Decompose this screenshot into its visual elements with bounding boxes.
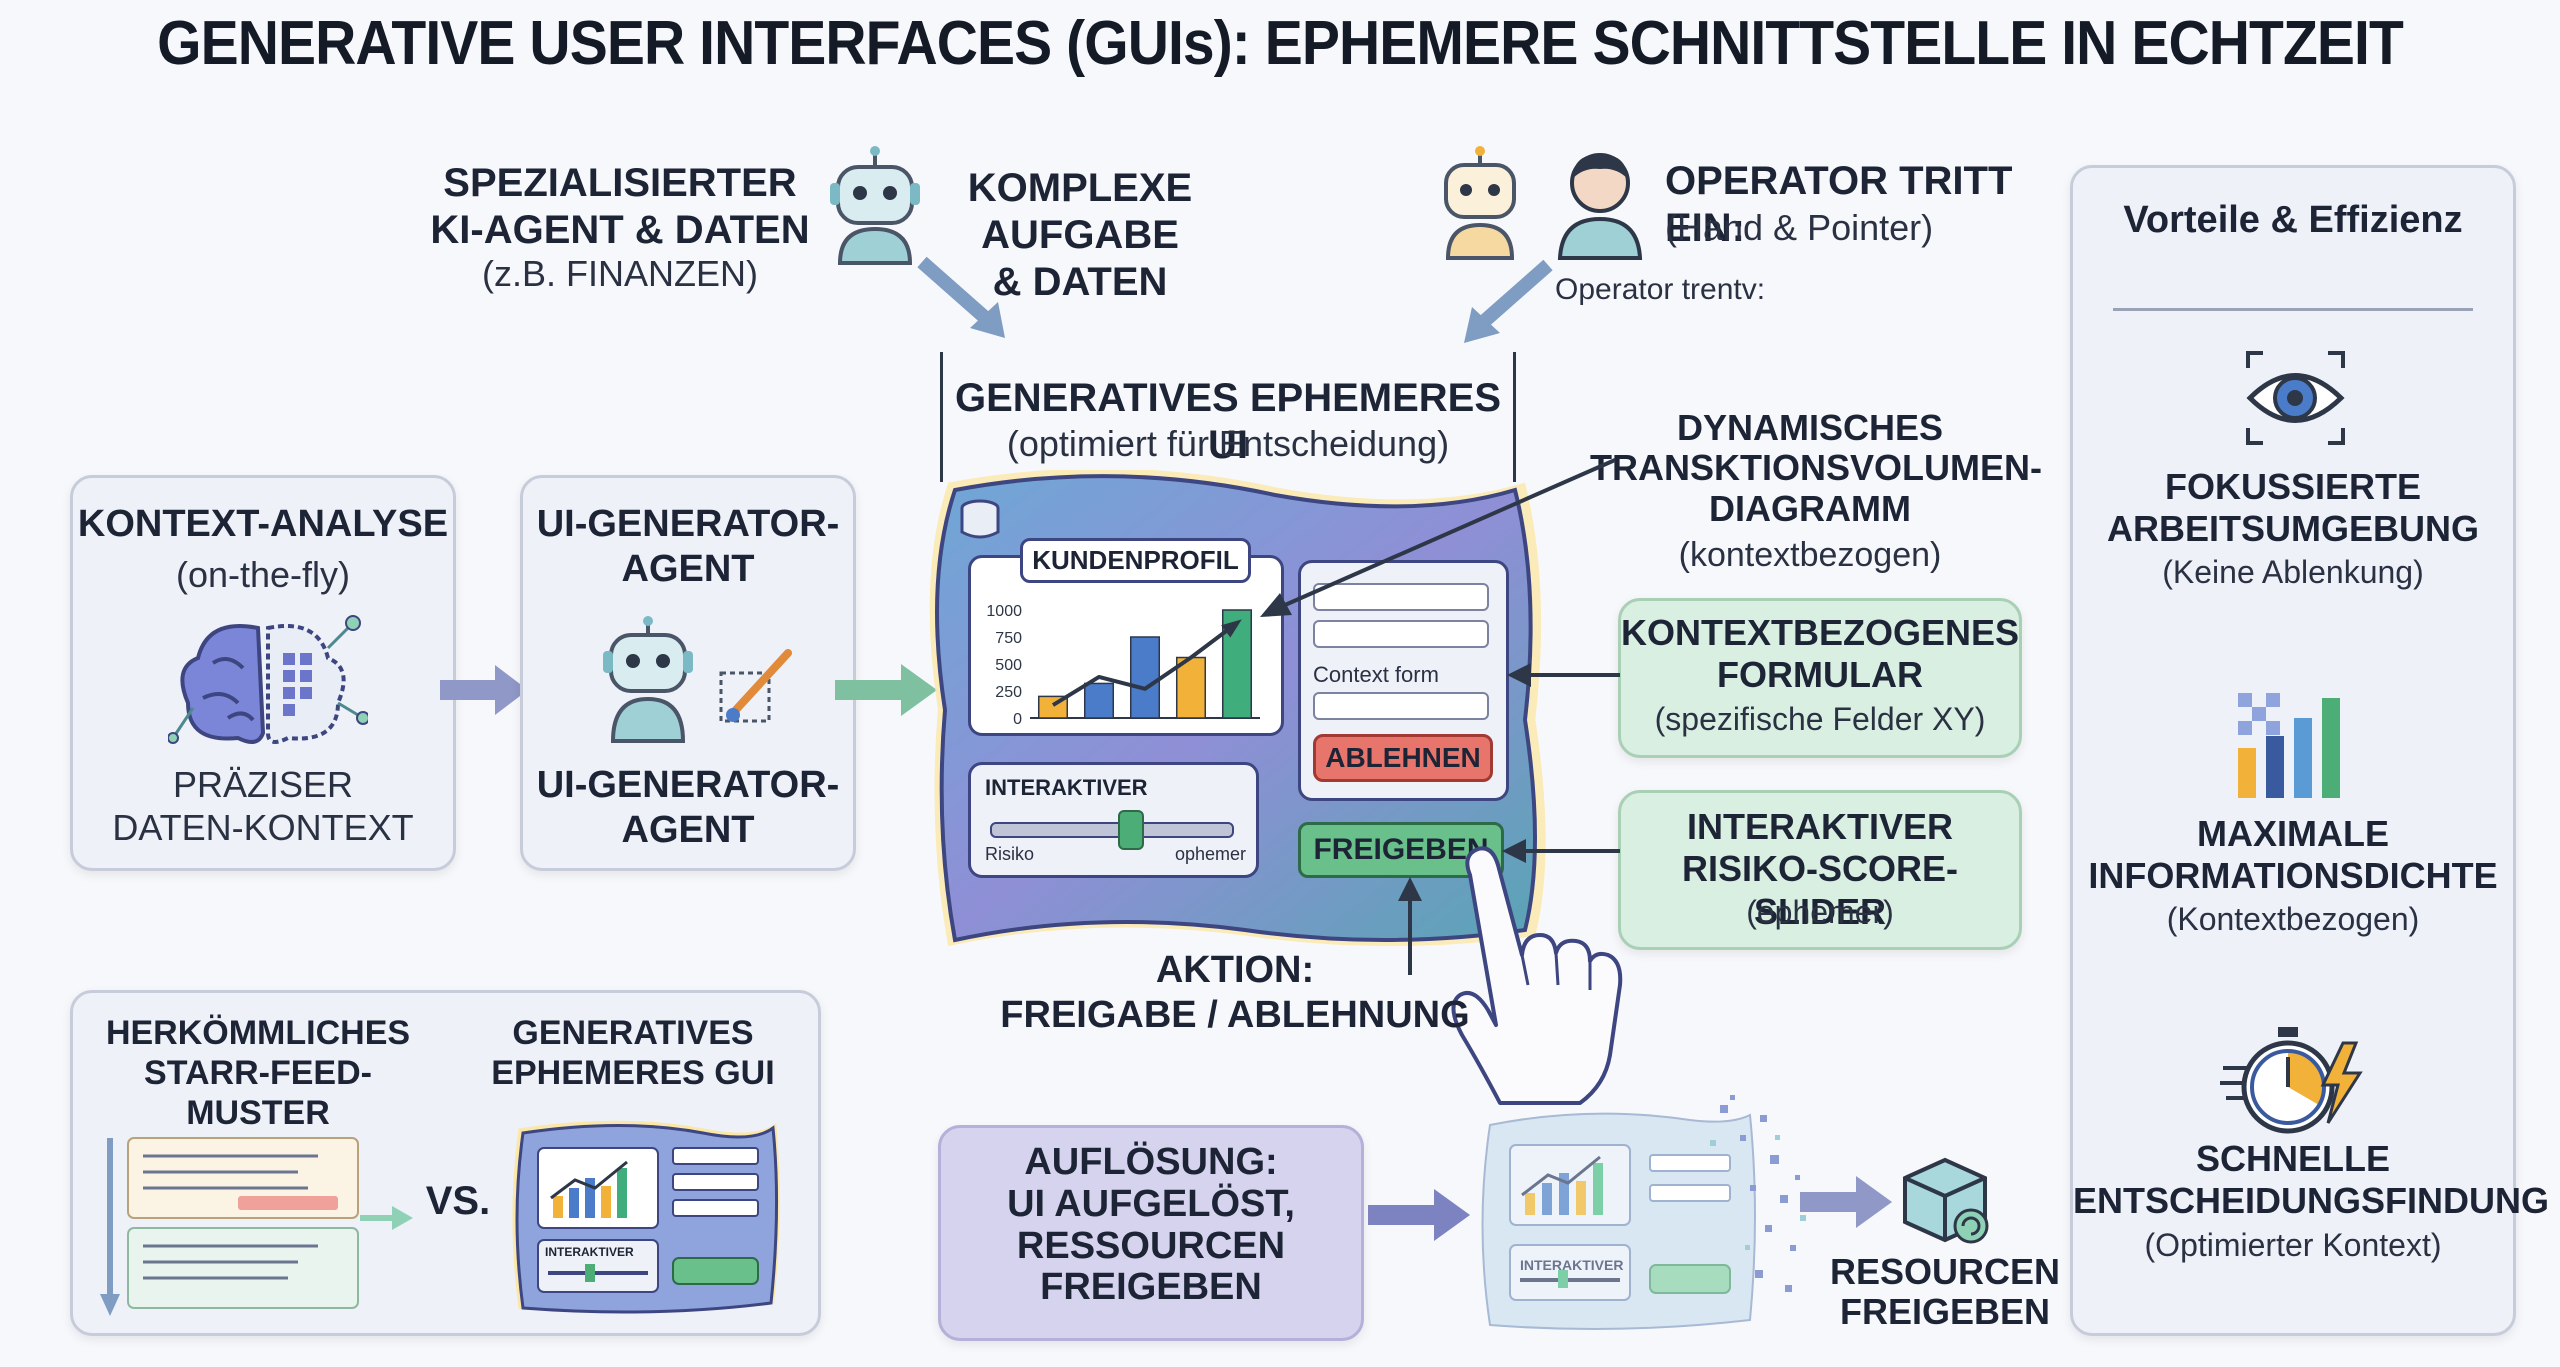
context-analysis-box: KONTEXT-ANALYSE (on-the-fly) PRÄZISER DA…	[70, 475, 456, 871]
stopwatch-icon	[2220, 1027, 2363, 1134]
generator-robot-icon	[603, 616, 792, 743]
comparison-box: HERKÖMMLICHES STARR-FEED-MUSTER GENERATI…	[70, 990, 821, 1336]
chart-bar	[1175, 656, 1207, 719]
context-title: KONTEXT-ANALYSE	[77, 503, 449, 545]
ui-header-frame	[940, 352, 1516, 482]
chart-bar	[1129, 636, 1161, 719]
arrow-action-up	[1398, 877, 1422, 975]
chart-bar	[1083, 682, 1115, 719]
dissolve-slider-label: INTERAKTIVER	[1520, 1257, 1624, 1273]
new-pattern-title: GENERATIVES EPHEMERES GUI	[491, 1014, 775, 1093]
reject-button[interactable]: ABLEHNEN	[1313, 734, 1493, 782]
benefit-1-sub: (Keine Ablenkung)	[2162, 554, 2424, 590]
form-label-sub: (spezifische Felder XY)	[1654, 701, 1986, 737]
form-field-2[interactable]	[1313, 620, 1489, 648]
eye-icon	[2246, 351, 2345, 445]
benefits-panel: Vorteile & Effizienz FOKUSSIERTE ARBEITS…	[2070, 165, 2550, 1336]
operator-title: OPERATOR TRITT EIN:	[1665, 159, 2013, 251]
page-title: GENERATIVE USER INTERFACES (GUIs): EPHEM…	[157, 9, 2404, 78]
robot-icon	[830, 146, 920, 265]
slider-track[interactable]	[990, 822, 1234, 838]
context-subtitle: (on-the-fly)	[175, 553, 351, 595]
slider-panel	[968, 762, 1259, 878]
arrow-label-to-slider	[1502, 839, 1620, 863]
trend-arrowhead	[1221, 619, 1242, 638]
y-tick-label: 0	[1013, 711, 1022, 728]
y-tick-label: 750	[995, 630, 1022, 647]
resource-box-icon	[1903, 1157, 1989, 1244]
slider-label-title: INTERAKTIVER RISIKO-SCORE-SLIDER	[1681, 806, 1958, 932]
arrow-generator-to-ui	[835, 664, 937, 716]
y-tick-label: 500	[995, 657, 1022, 674]
generator-title: UI-GENERATOR- AGENT	[536, 503, 840, 590]
benefits-title: Vorteile & Effizienz	[2123, 199, 2463, 241]
arrow-label-to-chart	[1260, 458, 1616, 617]
slider-label-sub: (ephemer)	[1746, 894, 1894, 930]
agent-title: SPEZIALISIERTER KI-AGENT & DATEN	[430, 161, 810, 253]
form-label-box	[1618, 598, 2022, 758]
vs-label: VS.	[425, 1179, 491, 1223]
arrow-task-to-ui	[917, 256, 1005, 338]
person-icon	[1557, 153, 1643, 260]
form-label: Context form	[1313, 662, 1439, 687]
ui-title: GENERATIVES EPHEMERES UI	[954, 376, 1502, 468]
resource-title: RESOURCEN FREIGEBEN	[1829, 1251, 2061, 1333]
form-label-title: KONTEXTBEZOGENES FORMULAR	[1620, 612, 2020, 696]
operator-subtitle: (Hand & Pointer)	[1665, 207, 1934, 248]
context-caption: PRÄZISER DATEN-KONTEXT	[112, 764, 414, 849]
feed-pattern-icon	[100, 1137, 413, 1316]
dissolve-box	[938, 1125, 1364, 1341]
benefit-3-title: SCHNELLE ENTSCHEIDUNGSFINDUNG	[2073, 1138, 2550, 1222]
arrow-dissolve-to-ui	[1368, 1189, 1470, 1241]
density-chart-icon	[2238, 693, 2340, 798]
arrow-context-to-generator	[440, 665, 528, 715]
robot-icon-small	[1444, 146, 1516, 260]
arrow-to-resources	[1800, 1176, 1892, 1228]
trend-line	[1051, 621, 1239, 707]
ui-subtitle: (optimiert für Entscheidung)	[1006, 423, 1450, 464]
benefits-divider	[2113, 308, 2473, 311]
slider-left-label: Risiko	[985, 844, 1035, 864]
slider-right-label: ophemer	[1175, 844, 1247, 864]
benefit-2-title: MAXIMALE INFORMATIONSDICHTE	[2088, 813, 2498, 897]
agent-subtitle: (z.B. FINANZEN)	[482, 253, 758, 294]
benefit-1-title: FOKUSSIERTE ARBEITSUMGEBUNG	[2106, 466, 2479, 550]
slider-label-box	[1618, 790, 2022, 950]
arrow-operator-to-ui	[1464, 259, 1553, 343]
task-title: KOMPLEXE AUFGABE & DATEN	[967, 166, 1193, 305]
operator-note: Operator trentv:	[1555, 273, 1766, 306]
generator-caption: UI-GENERATOR- AGENT	[536, 764, 840, 851]
benefit-2-sub: (Kontextbezogen)	[2166, 901, 2420, 937]
form-field-3[interactable]	[1313, 692, 1489, 720]
hand-pointer-icon	[1451, 846, 1623, 1105]
ui-generator-box: UI-GENERATOR- AGENT UI-GENERATOR- AGENT	[520, 475, 856, 871]
arrow-label-to-form	[1507, 663, 1620, 687]
slider-title: INTERAKTIVER	[985, 775, 1148, 800]
dissolve-title: AUFLÖSUNG: UI AUFGELÖST, RESSOURCEN FREI…	[1007, 1141, 1295, 1309]
old-pattern-title: HERKÖMMLICHES STARR-FEED-MUSTER	[105, 1014, 411, 1133]
brain-icon	[168, 615, 368, 744]
slider-thumb[interactable]	[1118, 810, 1144, 850]
database-icon	[960, 499, 1000, 539]
mini-ephemeral-ui	[512, 1120, 780, 1314]
mini-slider-label: INTERAKTIVER	[545, 1245, 634, 1259]
y-tick-label: 1000	[986, 603, 1022, 620]
form-field-1[interactable]	[1313, 583, 1489, 611]
chart-label: DYNAMISCHES TRANSKTIONSVOLUMEN- DIAGRAMM	[1590, 407, 2042, 529]
y-tick-label: 250	[995, 684, 1022, 701]
chart-title: KUNDENPROFIL	[1020, 538, 1251, 583]
chart-plot: 1000 750 500 250 0	[986, 603, 1260, 728]
chart-label-sub: (kontextbezogen)	[1678, 536, 1942, 574]
action-title: AKTION: FREIGABE / ABLEHNUNG	[1000, 949, 1470, 1036]
benefit-3-sub: (Optimierter Kontext)	[2144, 1227, 2442, 1263]
dissolving-ui	[1481, 1095, 1806, 1330]
